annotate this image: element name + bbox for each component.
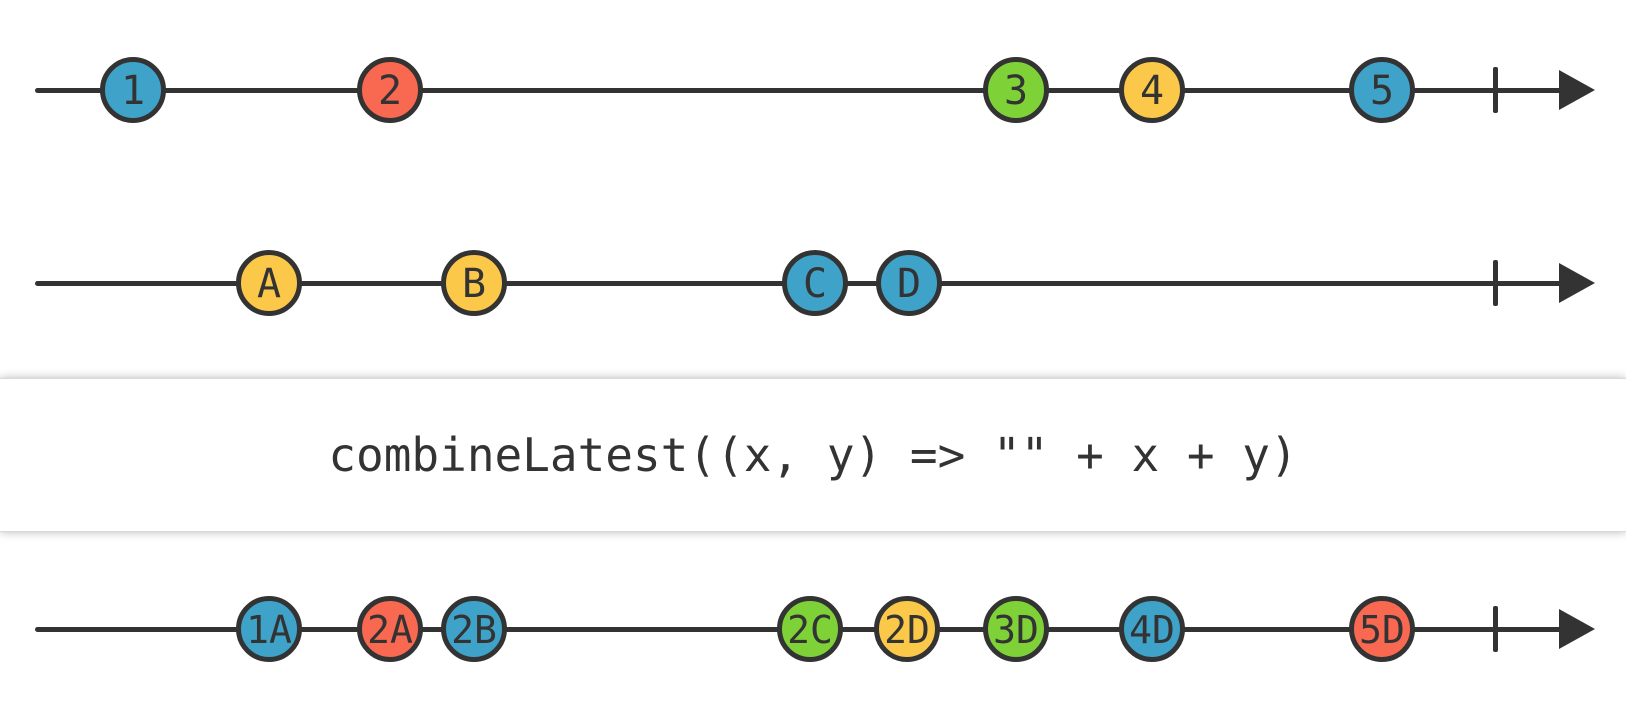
- marble-label: 2: [377, 68, 403, 114]
- arrowhead-icon: [1559, 609, 1595, 649]
- marble-label: 3D: [993, 608, 1039, 652]
- marble-label: 2B: [451, 608, 497, 652]
- marble-label: A: [256, 261, 282, 307]
- marble-3D: 3D: [983, 596, 1049, 662]
- marble-1A: 1A: [236, 596, 302, 662]
- event-line: [35, 87, 1565, 93]
- marble-label: C: [802, 261, 828, 307]
- marble-1[interactable]: 1: [100, 57, 166, 123]
- marble-5[interactable]: 5: [1349, 57, 1415, 123]
- marble-label: 3: [1003, 68, 1029, 114]
- arrowhead-icon: [1559, 263, 1595, 303]
- marble-label: 1: [120, 68, 146, 114]
- operator-band: combineLatest((x, y) => "" + x + y): [0, 378, 1626, 532]
- marble-label: 4: [1139, 68, 1165, 114]
- marble-2A: 2A: [357, 596, 423, 662]
- arrowhead-icon: [1559, 70, 1595, 110]
- marble-label: 4D: [1129, 608, 1175, 652]
- marble-label: B: [461, 261, 487, 307]
- marble-2D: 2D: [874, 596, 940, 662]
- marble-D[interactable]: D: [876, 250, 942, 316]
- complete-tick[interactable]: [1492, 67, 1498, 113]
- complete-tick[interactable]: [1492, 260, 1498, 306]
- marble-label: 5D: [1359, 608, 1405, 652]
- marble-2B: 2B: [441, 596, 507, 662]
- complete-tick: [1492, 606, 1498, 652]
- marble-label: 2D: [884, 608, 930, 652]
- marble-label: 5: [1369, 68, 1395, 114]
- marble-A[interactable]: A: [236, 250, 302, 316]
- marble-5D: 5D: [1349, 596, 1415, 662]
- marble-4D: 4D: [1119, 596, 1185, 662]
- marble-B[interactable]: B: [441, 250, 507, 316]
- marble-label: 1A: [246, 608, 292, 652]
- marble-2C: 2C: [777, 596, 843, 662]
- operator-expression: combineLatest((x, y) => "" + x + y): [328, 428, 1298, 482]
- marble-label: 2C: [787, 608, 833, 652]
- marble-3[interactable]: 3: [983, 57, 1049, 123]
- marble-4[interactable]: 4: [1119, 57, 1185, 123]
- marble-2[interactable]: 2: [357, 57, 423, 123]
- marble-label: D: [896, 261, 922, 307]
- marble-C[interactable]: C: [782, 250, 848, 316]
- marble-label: 2A: [367, 608, 413, 652]
